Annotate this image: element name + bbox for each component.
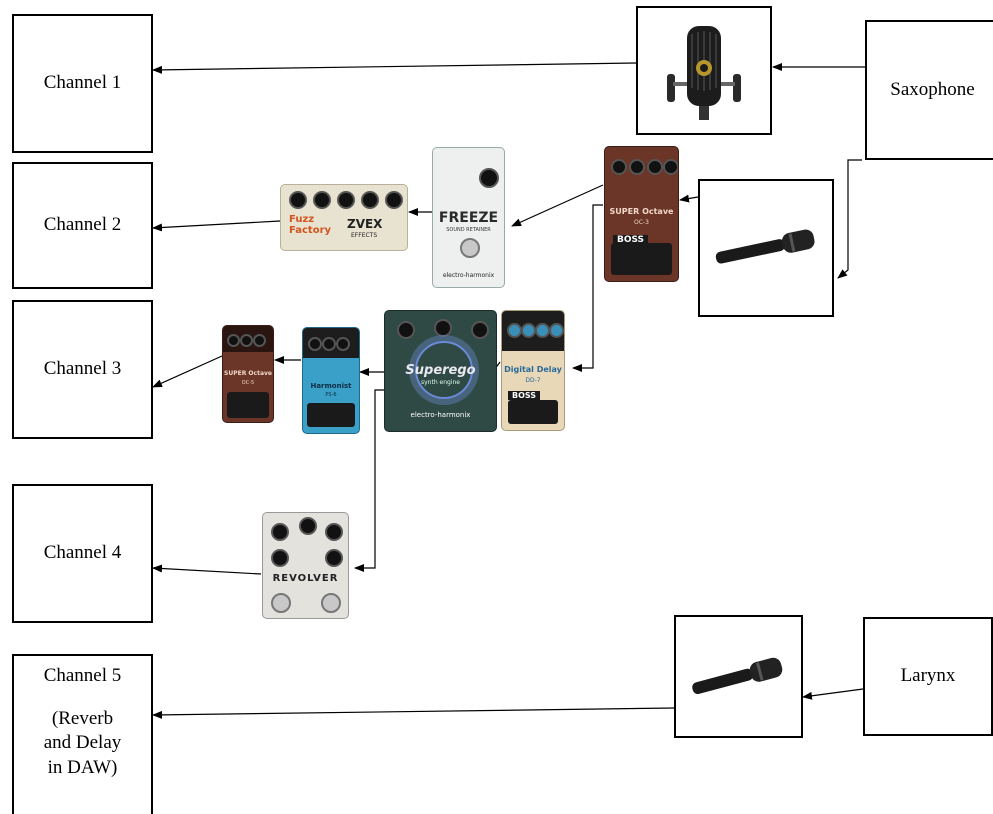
channel-5-note-2: and Delay [44, 731, 122, 756]
revolver-pedal: REVOLVER [262, 512, 349, 619]
harmonist-name: Harmonist [303, 382, 359, 390]
superego-title: Superego [385, 363, 496, 378]
oc5-model: OC-5 [223, 380, 273, 386]
footswitch [271, 593, 291, 613]
channel-3-label: Channel 3 [44, 357, 122, 382]
oc3-model: OC-3 [605, 219, 678, 226]
dynamic-microphone-icon [689, 647, 789, 707]
channel-2-box: Channel 2 [12, 162, 153, 289]
arrow-zvex-to-channel-2 [153, 221, 280, 228]
freeze-subtitle: SOUND RETAINER [433, 227, 504, 233]
pedal-knob [271, 549, 289, 567]
wire-sax-to-dynamic-mic [838, 160, 862, 278]
channel-2-label: Channel 2 [44, 213, 122, 238]
arrow-larynx-to-mic [803, 689, 863, 697]
pedal-knob [313, 191, 331, 209]
arrow-revolver-to-channel-4 [153, 568, 261, 574]
pedal-knob [397, 321, 415, 339]
pedal-knob [336, 337, 350, 351]
footswitch [321, 593, 341, 613]
revolver-title: REVOLVER [263, 573, 348, 584]
superego-pedal: Superego synth engine electro-harmonix [384, 310, 497, 432]
freeze-pedal: FREEZE SOUND RETAINER electro-harmonix [432, 147, 505, 288]
dynamic-mic-box-larynx [674, 615, 803, 738]
saxophone-label: Saxophone [890, 78, 974, 103]
pedal-knob [507, 323, 522, 338]
footswitch [460, 238, 480, 258]
channel-4-box: Channel 4 [12, 484, 153, 623]
saxophone-box: Saxophone [865, 20, 993, 160]
ribbon-microphone-icon [649, 16, 759, 126]
channel-5-label: Channel 5 [44, 664, 122, 689]
pedal-knob [240, 334, 253, 347]
pedal-knob [535, 323, 550, 338]
pedal-knob [663, 159, 679, 175]
wire-oc3-to-dd7 [573, 205, 603, 368]
channel-5-box: Channel 5 (Reverb and Delay in DAW) [12, 654, 153, 814]
boss-dd7-pedal: Digital Delay DD-7 BOSS [501, 310, 565, 431]
oc5-name: SUPER Octave [223, 370, 273, 377]
pedal-knob [629, 159, 645, 175]
channel-4-label: Channel 4 [44, 541, 122, 566]
oc3-name: SUPER Octave [605, 207, 678, 216]
superego-brand: electro-harmonix [385, 411, 496, 419]
pedal-knob [385, 191, 403, 209]
dd7-name: Digital Delay [502, 365, 564, 374]
pedal-knob [479, 168, 499, 188]
ribbon-mic-box [636, 6, 772, 135]
pedal-knob [289, 191, 307, 209]
arrow-oc3-to-freeze [512, 185, 603, 226]
channel-5-note-1: (Reverb [52, 707, 113, 732]
arrow-oc5-to-channel-3 [153, 356, 222, 387]
pedal-knob [253, 334, 266, 347]
pedal-knob [521, 323, 536, 338]
pedal-knob [611, 159, 627, 175]
pedal-knob [227, 334, 240, 347]
pedal-knob [271, 523, 289, 541]
pedal-knob [299, 517, 317, 535]
footswitch [611, 243, 672, 275]
pedal-knob [647, 159, 663, 175]
larynx-label: Larynx [901, 664, 956, 689]
boss-oc5-pedal: SUPER Octave OC-5 [222, 325, 274, 423]
arrow-mic-to-channel-5 [153, 708, 674, 715]
dynamic-microphone-icon [711, 218, 821, 278]
zvex-brand: ZVEX [347, 217, 382, 231]
arrow-dynamic-mic-to-oc3 [680, 197, 698, 200]
dd7-model: DD-7 [502, 377, 564, 384]
pedal-knob [308, 337, 322, 351]
fuzz-factory-text: Fuzz Factory [289, 215, 339, 236]
pedal-knob [322, 337, 336, 351]
arrow-ribbon-mic-to-channel-1 [153, 63, 636, 70]
freeze-title: FREEZE [433, 210, 504, 226]
pedal-knob [471, 321, 489, 339]
pedal-knob [434, 319, 452, 337]
pedal-knob [549, 323, 564, 338]
channel-1-label: Channel 1 [44, 71, 122, 96]
channel-1-box: Channel 1 [12, 14, 153, 153]
channel-5-note-3: in DAW) [48, 756, 118, 781]
superego-subtitle: synth engine [385, 379, 496, 386]
pedal-knob [337, 191, 355, 209]
dynamic-mic-box-sax [698, 179, 834, 317]
boss-oc3-pedal: SUPER Octave OC-3 BOSS [604, 146, 679, 282]
footswitch [508, 400, 558, 424]
zvex-effects: EFFECTS [351, 232, 377, 239]
pedal-knob [325, 549, 343, 567]
pedal-knob [361, 191, 379, 209]
harmonist-model: PS-6 [303, 392, 359, 398]
boss-harmonist-pedal: Harmonist PS-6 [302, 327, 360, 434]
dd7-boss-logo: BOSS [508, 391, 540, 400]
footswitch [307, 403, 355, 427]
zvex-fuzz-factory-pedal: Fuzz Factory ZVEX EFFECTS [280, 184, 408, 251]
pedal-knob [325, 523, 343, 541]
freeze-brand: electro-harmonix [433, 272, 504, 279]
larynx-box: Larynx [863, 617, 993, 736]
channel-3-box: Channel 3 [12, 300, 153, 439]
footswitch [227, 392, 269, 418]
